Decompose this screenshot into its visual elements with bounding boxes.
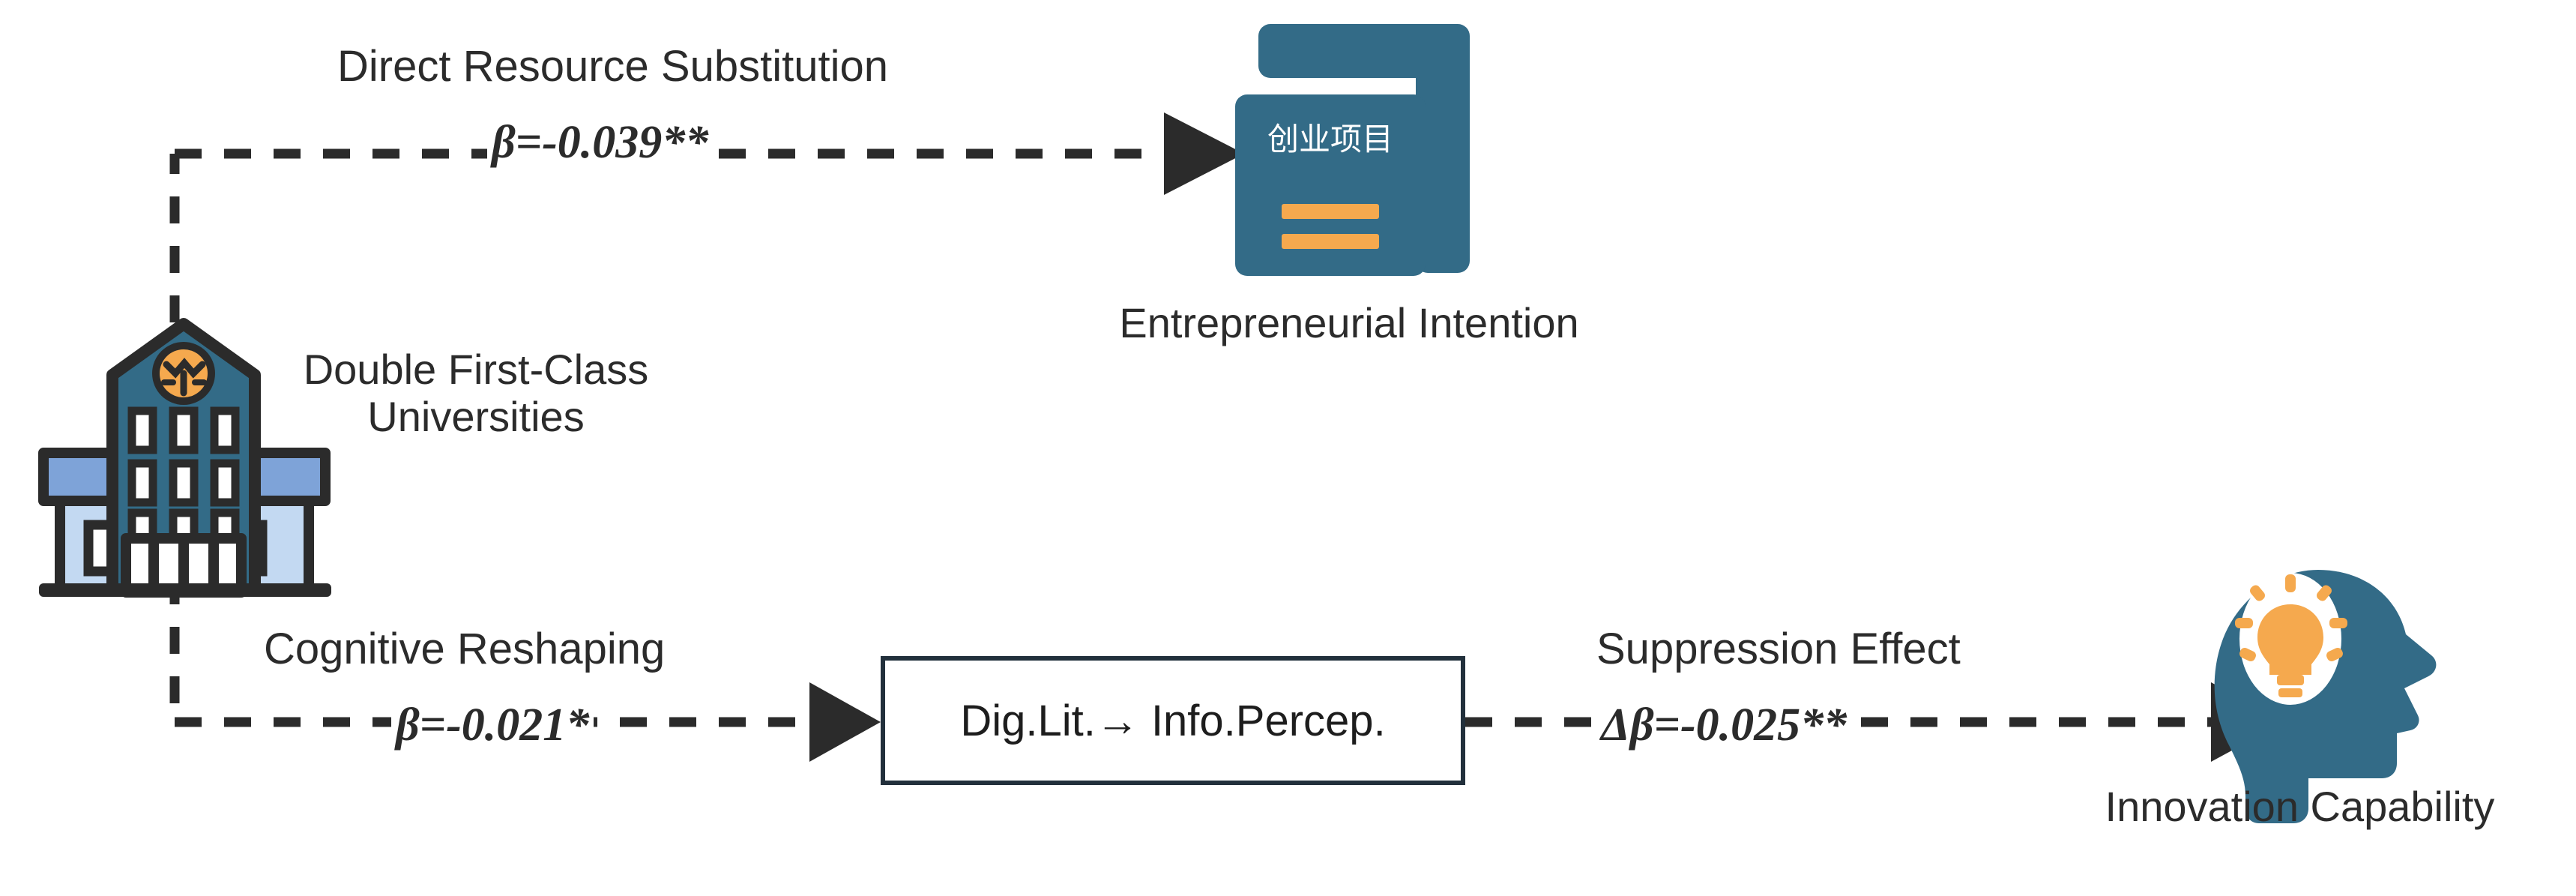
connector-suppression-effect bbox=[1465, 682, 2284, 762]
head-lightbulb-icon bbox=[2214, 570, 2437, 823]
path-coefficient-direct-resource-substitution: β=-0.039** bbox=[487, 116, 714, 169]
path-title-direct-resource-substitution: Direct Resource Substitution bbox=[337, 42, 888, 91]
mediator-node-box[interactable]: Dig.Lit.→ Info.Percep. bbox=[881, 656, 1465, 785]
mediator-node-label: Dig.Lit.→ Info.Percep. bbox=[960, 696, 1386, 745]
path-coefficient-suppression-effect: Δβ=-0.025** bbox=[1596, 699, 1852, 752]
project-document-icon-text: 创业项目 bbox=[1267, 121, 1393, 157]
path-coefficient-cognitive-reshaping: β=-0.021* bbox=[391, 699, 594, 752]
university-label-line2: Universities bbox=[367, 392, 585, 440]
project-document-icon: 创业项目 bbox=[1235, 24, 1470, 276]
path-title-suppression-effect: Suppression Effect bbox=[1596, 625, 1961, 673]
path-title-cognitive-reshaping: Cognitive Reshaping bbox=[264, 625, 666, 673]
arrowhead-direct-icon bbox=[1164, 112, 1244, 195]
node-label-innovation-capability: Innovation Capability bbox=[2105, 783, 2495, 830]
arrowhead-cognitive-icon bbox=[809, 682, 881, 762]
node-label-entrepreneurial-intention: Entrepreneurial Intention bbox=[1119, 299, 1579, 346]
university-label-line1: Double First-Class bbox=[303, 346, 649, 393]
university-building-icon bbox=[38, 318, 331, 598]
node-label-double-first-class-universities: Double First-Class Universities bbox=[266, 346, 686, 440]
